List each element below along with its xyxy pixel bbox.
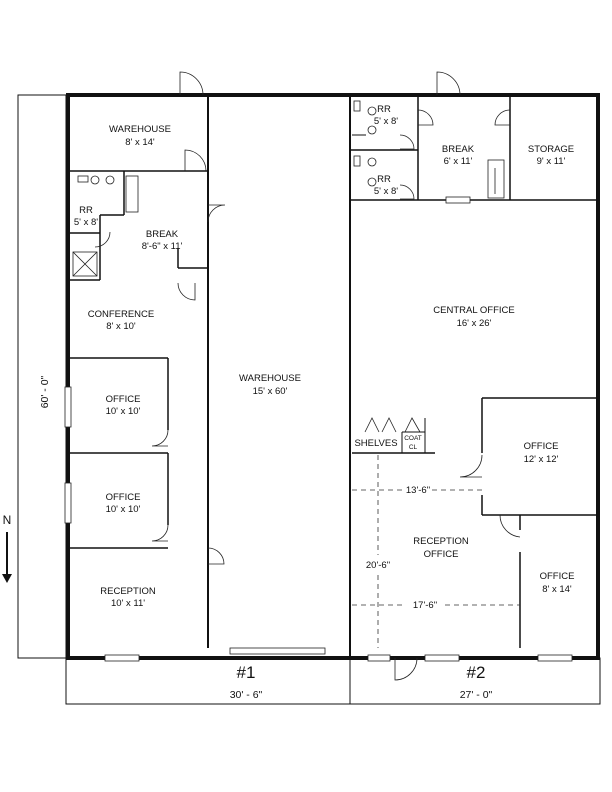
compass-label: N — [3, 513, 12, 527]
reception-depth: 20'-6" — [366, 560, 390, 571]
warehouse-top-size: 8' x 14' — [125, 137, 155, 148]
office-1-name: OFFICE — [106, 394, 141, 405]
office-8x14-size: 8' x 14' — [542, 584, 572, 595]
rr-right-1-size: 5' x 8' — [374, 116, 398, 127]
unit-1-label: #1 — [237, 663, 256, 682]
coat-closet-line1: COAT — [404, 435, 422, 442]
unit-2-width: 27' - 0" — [460, 689, 493, 701]
warehouse-main-size: 15' x 60' — [253, 386, 288, 397]
reception-dimensions — [352, 455, 520, 648]
unit-2-walls — [350, 97, 598, 648]
break-left-size: 8'-6" x 11' — [142, 241, 183, 252]
storage-name: STORAGE — [528, 144, 574, 155]
central-office-name: CENTRAL OFFICE — [433, 305, 514, 316]
rr-right-2-name: RR — [377, 174, 391, 185]
unit-2-label: #2 — [467, 663, 486, 682]
reception-office-line2: OFFICE — [424, 549, 459, 560]
office-2-name: OFFICE — [106, 492, 141, 503]
reception-left-name: RECEPTION — [100, 586, 156, 597]
bottom-strip — [65, 657, 601, 705]
reception-width-bottom: 17'-6" — [413, 600, 437, 611]
unit-2-fixtures — [353, 100, 505, 204]
office-12-size: 12' x 12' — [524, 454, 559, 465]
coat-closet-line2: CL — [409, 444, 418, 451]
rr-right-2-size: 5' x 8' — [374, 186, 398, 197]
warehouse-main-name: WAREHOUSE — [239, 373, 301, 384]
reception-left-size: 10' x 11' — [111, 598, 145, 609]
rr-left-size: 5' x 8' — [74, 217, 98, 228]
height-dimension-label: 60' - 0" — [39, 375, 51, 408]
unit-1-fixtures — [72, 175, 139, 277]
unit-2-doors — [364, 71, 521, 681]
rr-left-name: RR — [79, 205, 93, 216]
reception-width-top: 13'-6" — [406, 485, 430, 496]
office-8x14-name: OFFICE — [540, 571, 575, 582]
windows — [64, 386, 573, 662]
warehouse-top-name: WAREHOUSE — [109, 124, 171, 135]
central-office-size: 16' x 26' — [457, 318, 492, 329]
office-1-size: 10' x 10' — [106, 406, 141, 417]
rr-right-1-name: RR — [377, 104, 391, 115]
break-left-name: BREAK — [146, 229, 179, 240]
break-right-name: BREAK — [442, 144, 475, 155]
unit-1-doors — [94, 71, 226, 565]
conference-name: CONFERENCE — [88, 309, 155, 320]
conference-size: 8' x 10' — [106, 321, 136, 332]
north-arrow-icon — [2, 532, 12, 583]
office-12-name: OFFICE — [524, 441, 559, 452]
office-2-size: 10' x 10' — [106, 504, 141, 515]
shelves-label: SHELVES — [354, 438, 397, 449]
reception-office-line1: RECEPTION — [413, 536, 469, 547]
unit-1-walls — [70, 95, 209, 648]
break-right-size: 6' x 11' — [444, 156, 473, 167]
storage-size: 9' x 11' — [537, 156, 566, 167]
unit-1-width: 30' - 6" — [230, 689, 263, 701]
